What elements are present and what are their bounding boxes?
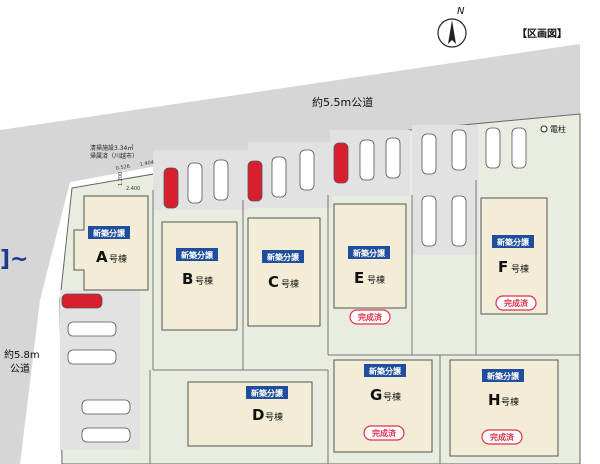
facility-label-2: 帰属済（川越市）	[90, 152, 138, 160]
lot-letter: F	[498, 258, 508, 276]
road-west-label-1: 約5.8m	[4, 348, 40, 361]
lot-suffix: 号棟	[265, 411, 283, 423]
lot-suffix: 号棟	[195, 275, 213, 287]
lot-f[interactable]: 新築分譲 F 号棟 完成済	[492, 235, 537, 311]
badge-sold: 完成済	[358, 312, 383, 322]
utility-pole-label: 電柱	[550, 124, 566, 134]
badge-new: 新築分譲	[369, 366, 402, 376]
lot-letter: B	[182, 270, 193, 288]
lot-letter: C	[268, 273, 279, 291]
lot-letter: D	[252, 406, 264, 424]
badge-sold: 完成済	[372, 428, 397, 438]
lot-letter: E	[354, 269, 364, 287]
badge-sold: 完成済	[490, 432, 515, 442]
compass: N	[437, 6, 467, 48]
badge-new: 新築分譲	[181, 250, 214, 260]
road-west	[0, 182, 70, 464]
lot-b[interactable]: 新築分譲 B 号棟	[176, 248, 218, 288]
dim-4: 1.200	[118, 172, 124, 186]
utility-pole-icon	[540, 125, 548, 133]
badge-new: 新築分譲	[251, 388, 284, 398]
badge-new: 新築分譲	[487, 371, 520, 381]
lot-d[interactable]: 新築分譲 D 号棟	[246, 386, 288, 424]
lot-suffix: 号棟	[367, 274, 385, 286]
parking-cars	[61, 127, 527, 443]
road-north	[0, 44, 580, 200]
road-west-label-2: 公道	[10, 362, 30, 375]
dim-1: 0.526	[115, 164, 130, 172]
badge-new: 新築分譲	[267, 252, 300, 262]
lot-letter: A	[96, 248, 108, 266]
lot-lines	[149, 180, 580, 464]
legend: 【区画図】	[517, 29, 567, 40]
badge-sold: 完成済	[504, 298, 529, 308]
badge-new: 新築分譲	[497, 237, 530, 247]
lot-suffix: 号棟	[383, 391, 401, 403]
facility-label-1: 清掃施設3.34㎡	[90, 144, 133, 152]
lot-suffix: 号棟	[109, 253, 127, 265]
dim-2: 1.404	[139, 160, 154, 168]
lot-g[interactable]: 新築分譲 G 号棟 完成済	[363, 364, 406, 441]
lot-suffix: 号棟	[511, 263, 529, 275]
lot-suffix: 号棟	[281, 278, 299, 290]
badge-new: 新築分譲	[353, 248, 386, 258]
lot-letter: H	[488, 391, 501, 409]
dim-3: 2.400	[126, 186, 140, 192]
buildings	[73, 195, 559, 457]
lot-c[interactable]: 新築分譲 C 号棟	[262, 250, 304, 291]
badge-new: 新築分譲	[93, 228, 126, 238]
lot-h[interactable]: 新築分譲 H 号棟 完成済	[481, 369, 524, 445]
lot-a[interactable]: 新築分譲 A 号棟	[88, 226, 130, 266]
compass-label: N	[457, 6, 465, 17]
road-north-label: 約5.5m公道	[312, 95, 373, 109]
lot-e[interactable]: 新築分譲 E 号棟 完成済	[348, 246, 391, 325]
direction-arrow: ]~	[0, 247, 29, 272]
lot-letter: G	[370, 386, 382, 404]
lot-suffix: 号棟	[501, 396, 519, 408]
